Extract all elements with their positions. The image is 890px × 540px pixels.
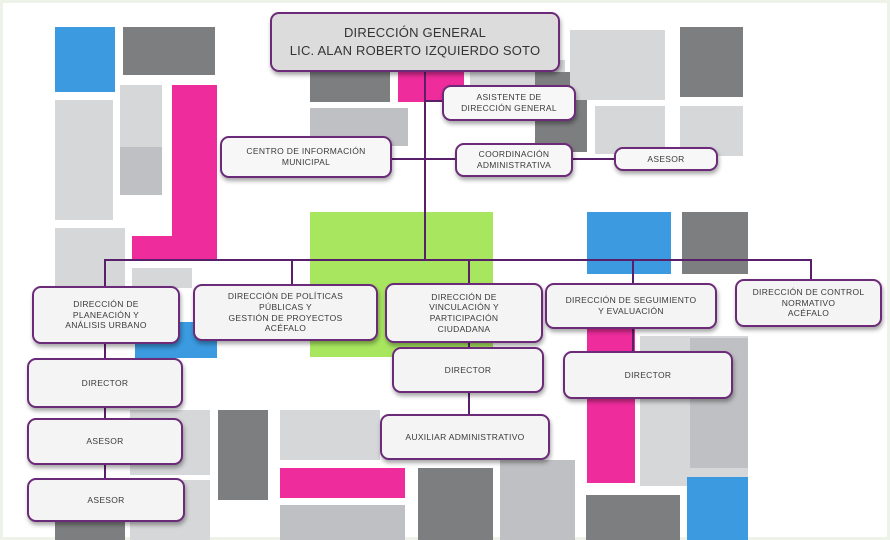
node-dir-vinculacion: DIRECCIÓN DE VINCULACIÓN Y PARTICIPACIÓN… [385,283,543,343]
bg-tile-blue [587,212,671,274]
connector-coord-asesor [572,158,616,160]
node-vinculacion-director: DIRECTOR [392,347,544,393]
node-planeacion-asesor-1: ASESOR [27,418,183,465]
connector-to-vinculacion [468,259,470,284]
bg-tile-mid [500,460,575,540]
bg-tile-light [55,100,113,220]
node-asistente: ASISTENTE DE DIRECCIÓN GENERAL [442,85,576,121]
node-planeacion-director: DIRECTOR [27,358,183,408]
bg-tile-light [55,228,125,288]
bg-tile-dark [680,27,743,97]
bg-tile-magenta [132,236,217,260]
bg-tile-dark [310,72,390,102]
node-asesor-coordinacion: ASESOR [614,147,718,171]
bg-tile-dark [55,518,125,540]
bg-tile-magenta [280,468,405,498]
node-centro-informacion: CENTRO DE INFORMACIÓN MUNICIPAL [220,136,392,178]
node-dir-politicas: DIRECCIÓN DE POLÍTICAS PÚBLICAS Y GESTIÓ… [193,284,378,341]
direccion-general-name: LIC. ALAN ROBERTO IZQUIERDO SOTO [289,43,541,58]
connector-planeacion-chain [104,343,106,481]
connector-directions-bar [104,259,812,261]
connector-to-control [810,259,812,281]
bg-tile-dark [123,27,215,75]
node-dir-planeacion: DIRECCIÓN DE PLANEACIÓN Y ANÁLISIS URBAN… [32,286,180,344]
node-vinculacion-auxiliar: AUXILIAR ADMINISTRATIVO [380,414,550,460]
node-direccion-general: DIRECCIÓN GENERAL LIC. ALAN ROBERTO IZQU… [270,12,560,72]
connector-to-planeacion [104,259,106,287]
bg-tile-light [280,410,380,460]
direccion-general-title: DIRECCIÓN GENERAL [343,25,487,41]
bg-tile-light [570,30,665,100]
bg-tile-light [132,268,192,288]
connector-seguimiento-chain [632,329,634,351]
node-planeacion-asesor-2: ASESOR [27,478,185,522]
bg-tile-dark [682,212,748,274]
connector-to-seguimiento [632,259,634,284]
node-seguimiento-director: DIRECTOR [563,351,733,399]
node-dir-seguimiento: DIRECCIÓN DE SEGUIMIENTO Y EVALUACIÓN [545,283,717,329]
bg-tile-dark [418,468,493,540]
bg-tile-blue [55,27,115,92]
connector-centro-coord [392,158,456,160]
bg-tile-magenta [172,85,217,260]
node-coordinacion: COORDINACIÓN ADMINISTRATIVA [455,143,573,177]
node-dir-control: DIRECCIÓN DE CONTROL NORMATIVO ACÉFALO [735,279,882,327]
bg-tile-mid [280,505,405,540]
bg-tile-light [595,106,665,154]
bg-tile-dark [586,495,680,540]
bg-tile-light [120,85,162,147]
connector-main-trunk [424,72,426,260]
connector-to-politicas [291,259,293,285]
bg-tile-blue [687,477,748,540]
bg-tile-dark [218,410,268,500]
connector-asistente [426,100,444,102]
bg-tile-magenta [587,325,635,483]
